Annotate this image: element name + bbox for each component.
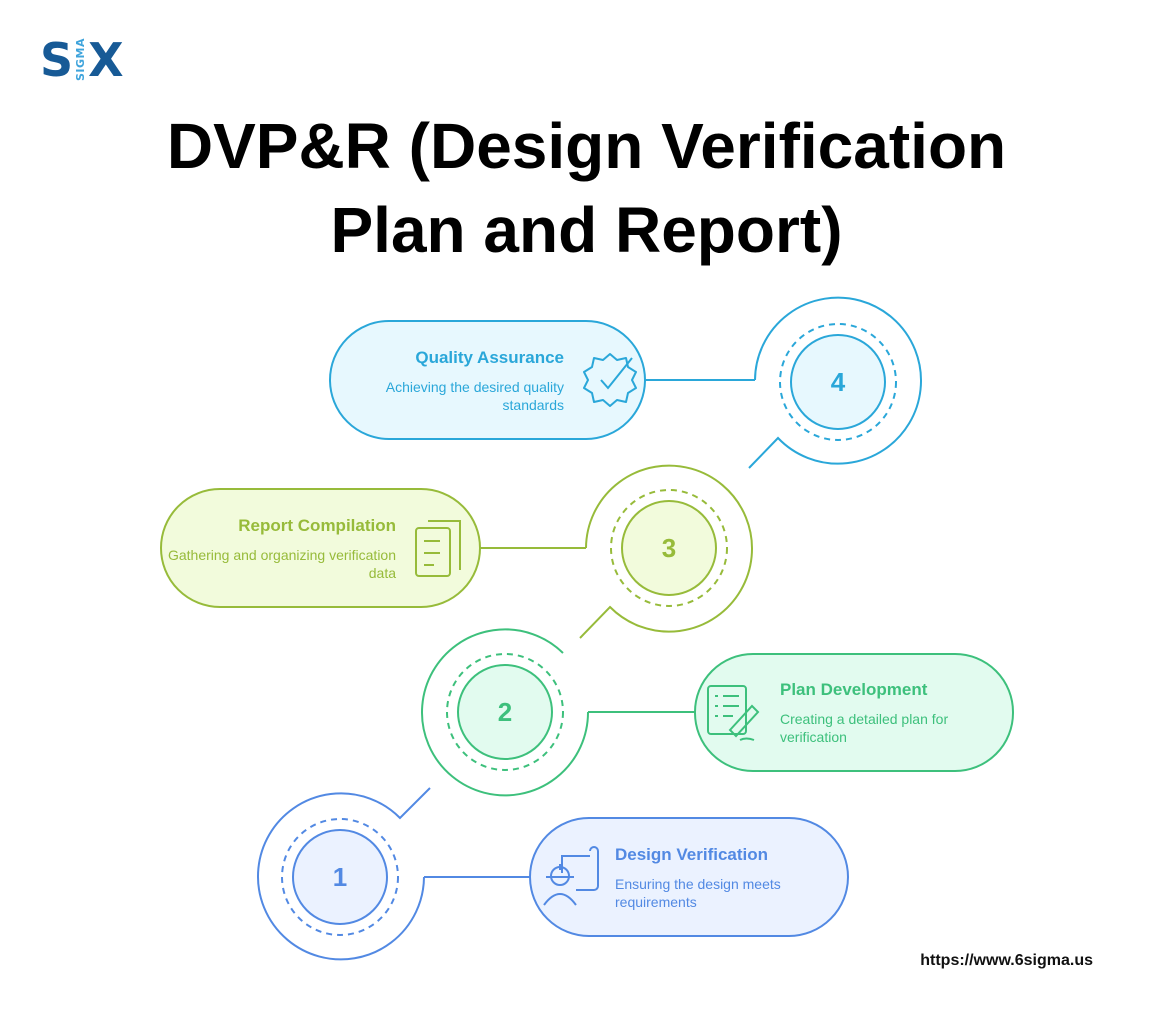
step-4-inner-circle [790, 334, 886, 430]
step-4-dashed-ring [779, 323, 897, 441]
step-1-inner-circle [292, 829, 388, 925]
step-1-outer-arc [257, 787, 431, 961]
step-1-text: Design Verification Ensuring the design … [615, 844, 815, 911]
step-3-outer-arc [579, 464, 753, 639]
step-4-number: 4 [830, 367, 846, 397]
step-3-inner-circle [621, 500, 717, 596]
step-4-description: Achieving the desired quality standards [385, 379, 564, 413]
step-2-dashed-ring [446, 653, 564, 771]
step-2-outer-arc [421, 628, 590, 797]
logo-letter-x: X [88, 33, 124, 87]
documents-icon [415, 520, 461, 577]
step-1-dashed-ring [281, 818, 399, 936]
step-1-graphic [257, 787, 849, 961]
website-url[interactable]: https://www.6sigma.us [920, 952, 1093, 969]
step-3-title: Report Compilation [238, 516, 396, 535]
step-4-title: Quality Assurance [415, 348, 564, 367]
engineer-blueprint-icon [543, 846, 599, 906]
title-line-1: DVP&R (Design Verification [166, 110, 1007, 182]
six-sigma-logo: S SIGMA X [40, 33, 124, 87]
step-2-number: 2 [497, 697, 513, 727]
step-3-dashed-ring [610, 489, 728, 607]
step-3-text: Report Compilation Gathering and organiz… [166, 515, 396, 582]
step-2-text: Plan Development Creating a detailed pla… [780, 679, 980, 746]
logo-letter-s: S [40, 33, 74, 87]
step-1-title: Design Verification [615, 845, 769, 864]
step-3-description: Gathering and organizing verification da… [167, 547, 396, 581]
title-line-2: Plan and Report) [330, 194, 843, 266]
quality-badge-check-icon [583, 353, 637, 407]
step-2-description: Creating a detailed plan for verificatio… [780, 711, 949, 745]
step-2-title: Plan Development [780, 680, 928, 699]
step-4-text: Quality Assurance Achieving the desired … [334, 347, 564, 414]
page-title: DVP&R (Design Verification Plan and Repo… [0, 104, 1173, 272]
step-1-number: 1 [332, 862, 348, 892]
step-3-graphic [160, 464, 753, 639]
step-2-inner-circle [457, 664, 553, 760]
step-3-number: 3 [661, 533, 677, 563]
step-4-outer-arc [748, 296, 922, 469]
step-2-graphic [421, 628, 1014, 797]
checklist-pen-icon [707, 685, 760, 741]
step-1-description: Ensuring the design meets requirements [615, 876, 781, 910]
step-4-graphic [329, 296, 922, 469]
